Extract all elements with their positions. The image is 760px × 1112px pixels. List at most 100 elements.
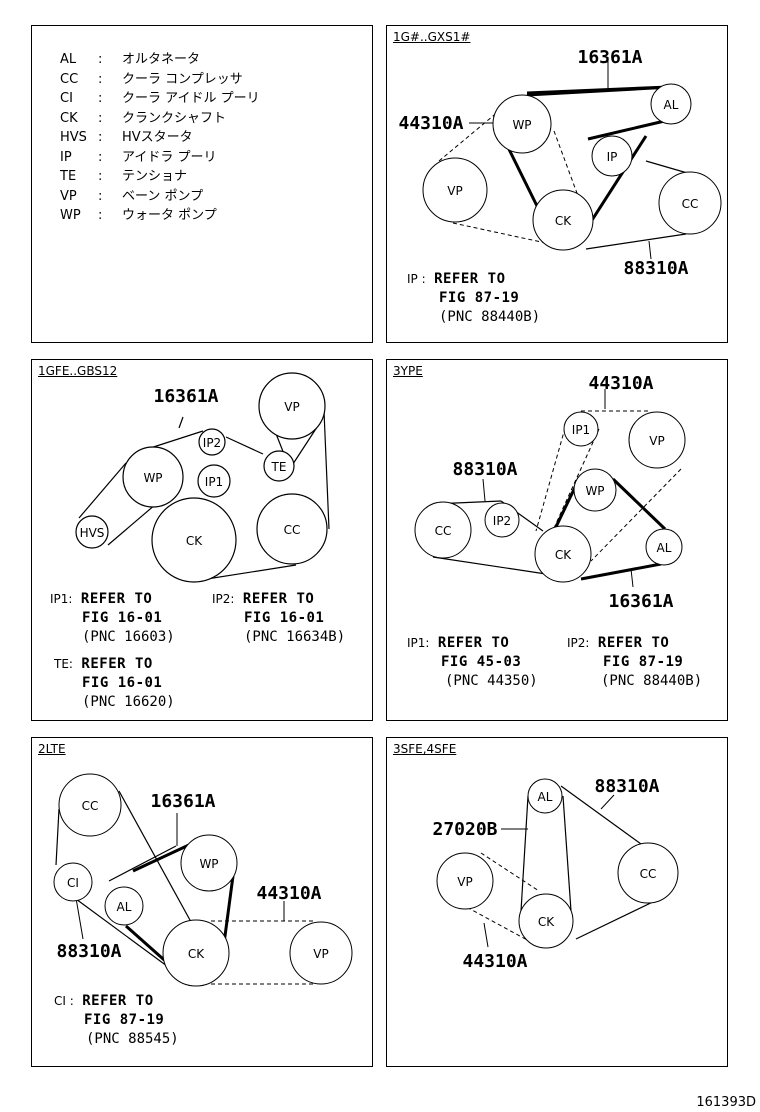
pulley	[58, 773, 122, 837]
legend-panel: AL:オルタネータ CC:クーラ コンプレッサ CI:クーラ アイドル プーリ …	[31, 25, 373, 343]
refer-note: IP2: REFER TO FIG 16-01 (PNC 16634B)	[212, 591, 346, 645]
leader-line	[178, 416, 184, 429]
legend-text: クランクシャフト	[122, 110, 227, 126]
legend-abbr: IP	[60, 149, 72, 165]
legend-text: クーラ アイドル プーリ	[122, 91, 260, 106]
pulley-label: AL	[664, 98, 679, 112]
pulley-label: VP	[313, 947, 328, 961]
pulley-label: WP	[585, 484, 604, 498]
pulley	[591, 135, 633, 177]
pulley-label: WP	[143, 471, 162, 485]
pulley	[180, 834, 238, 892]
pulley-label: AL	[538, 790, 553, 804]
belt-segment	[526, 85, 672, 97]
legend-row: VP:ベーン ポンプ	[60, 187, 260, 207]
legend-text: オルタネータ	[122, 52, 201, 67]
legend-text: クーラ コンプレッサ	[122, 71, 243, 87]
legend-text: HVスタータ	[122, 130, 193, 145]
legend-abbr: WP	[60, 208, 81, 223]
legend-abbr: CK	[60, 110, 78, 126]
pulley	[532, 189, 594, 251]
legend-row: AL:オルタネータ	[60, 50, 260, 70]
pulley	[197, 464, 231, 498]
pulley-label: IP2	[203, 436, 221, 450]
engine-tag: 2LTE	[38, 742, 66, 756]
belt-segment	[590, 468, 682, 562]
pulley-label: CK	[186, 534, 203, 548]
belt-routing-svg: CC WP CI AL CK VP 16361A 44310A 88310A	[53, 773, 353, 987]
pulley-label: CK	[538, 915, 555, 929]
leader-line	[482, 478, 486, 502]
pulley	[563, 411, 599, 447]
belt-diagram-3sfe-4sfe: 3SFE,4SFE AL CC VP CK 88310A 27020B 4431…	[386, 737, 728, 1067]
pulley	[534, 525, 592, 583]
belt-segment	[323, 410, 330, 530]
pulley	[198, 428, 226, 456]
engine-tag: 3SFE,4SFE	[393, 742, 457, 756]
part-number: 88310A	[452, 459, 517, 480]
leader-line	[75, 897, 84, 940]
pulley-label: CK	[555, 214, 572, 228]
pulley-label: CC	[682, 197, 699, 211]
belt-diagram-3ype: 3YPE IP1 VP WP CC	[386, 359, 728, 721]
belt-diagram-1g-gxs1: 1G#..GXS1# WP AL	[386, 25, 728, 343]
pulley	[617, 842, 679, 904]
pulley-label: CK	[188, 947, 205, 961]
pulley-label: CC	[82, 799, 99, 813]
belt-routing-svg: WP AL IP VP CK CC 16361A 44310A 88310A	[398, 47, 722, 279]
belt-segment	[225, 436, 264, 455]
belt-segment	[535, 420, 568, 532]
part-number: 88310A	[594, 776, 659, 797]
pulley	[53, 862, 93, 902]
legend-row: WP:ウォータ ポンプ	[60, 206, 260, 226]
engine-tag: 1G#..GXS1#	[393, 30, 471, 44]
pulley	[628, 411, 686, 469]
belt-segment	[575, 897, 662, 940]
legend-row: CK:クランクシャフト	[60, 109, 260, 129]
belt-segment	[585, 233, 687, 250]
pulley-label: VP	[649, 434, 664, 448]
legend-abbr: AL	[60, 52, 77, 67]
pulley-label: TE	[271, 460, 287, 474]
leader-line	[600, 794, 615, 810]
belt-diagram-2lte: 2LTE CC WP CI AL CK	[31, 737, 373, 1067]
part-number: 16361A	[153, 386, 218, 407]
pulley	[162, 919, 230, 987]
legend-text: アイドラ プーリ	[122, 149, 217, 165]
part-number: 27020B	[432, 819, 497, 840]
pulley-label: IP	[607, 150, 618, 164]
belt-segment	[132, 842, 192, 873]
pulley-label: WP	[199, 857, 218, 871]
legend-abbr: TE	[60, 169, 77, 184]
legend-abbr: VP	[60, 188, 77, 204]
legend-list: AL:オルタネータ CC:クーラ コンプレッサ CI:クーラ アイドル プーリ …	[60, 50, 260, 226]
pulley	[256, 493, 328, 565]
part-number: 44310A	[462, 951, 527, 972]
pulley-label: IP1	[205, 475, 223, 489]
legend-row: CC:クーラ コンプレッサ	[60, 70, 260, 90]
part-number: 44310A	[588, 373, 653, 394]
pulley-label: HVS	[80, 526, 105, 540]
pulley	[75, 515, 109, 549]
legend-abbr: CI	[60, 91, 73, 106]
pulley	[650, 83, 692, 125]
pulley-label: CK	[555, 548, 572, 562]
belt-segment	[580, 562, 662, 581]
refer-note: IP1: REFER TO FIG 16-01 (PNC 16603)	[50, 591, 175, 645]
belt-diagram-1gfe-gbs12: 1GFE..GBS12 VP IP2 TE WP IP1	[31, 359, 373, 721]
belt-segment	[460, 903, 530, 942]
legend-row: TE:テンショナ	[60, 167, 260, 187]
belt-segment	[55, 808, 60, 866]
pulley	[527, 778, 563, 814]
pulley	[422, 157, 488, 223]
pulley	[645, 528, 683, 566]
pulley-label: VP	[284, 400, 299, 414]
pulley-label: WP	[512, 118, 531, 132]
belt-segment	[432, 556, 547, 575]
belt-segment	[480, 852, 540, 892]
refer-note: CI : REFER TO FIG 87-19 (PNC 88545)	[54, 993, 179, 1047]
part-number: 88310A	[623, 258, 688, 279]
pulley	[492, 94, 552, 154]
part-number: 44310A	[398, 113, 463, 134]
belt-segment	[560, 785, 642, 845]
